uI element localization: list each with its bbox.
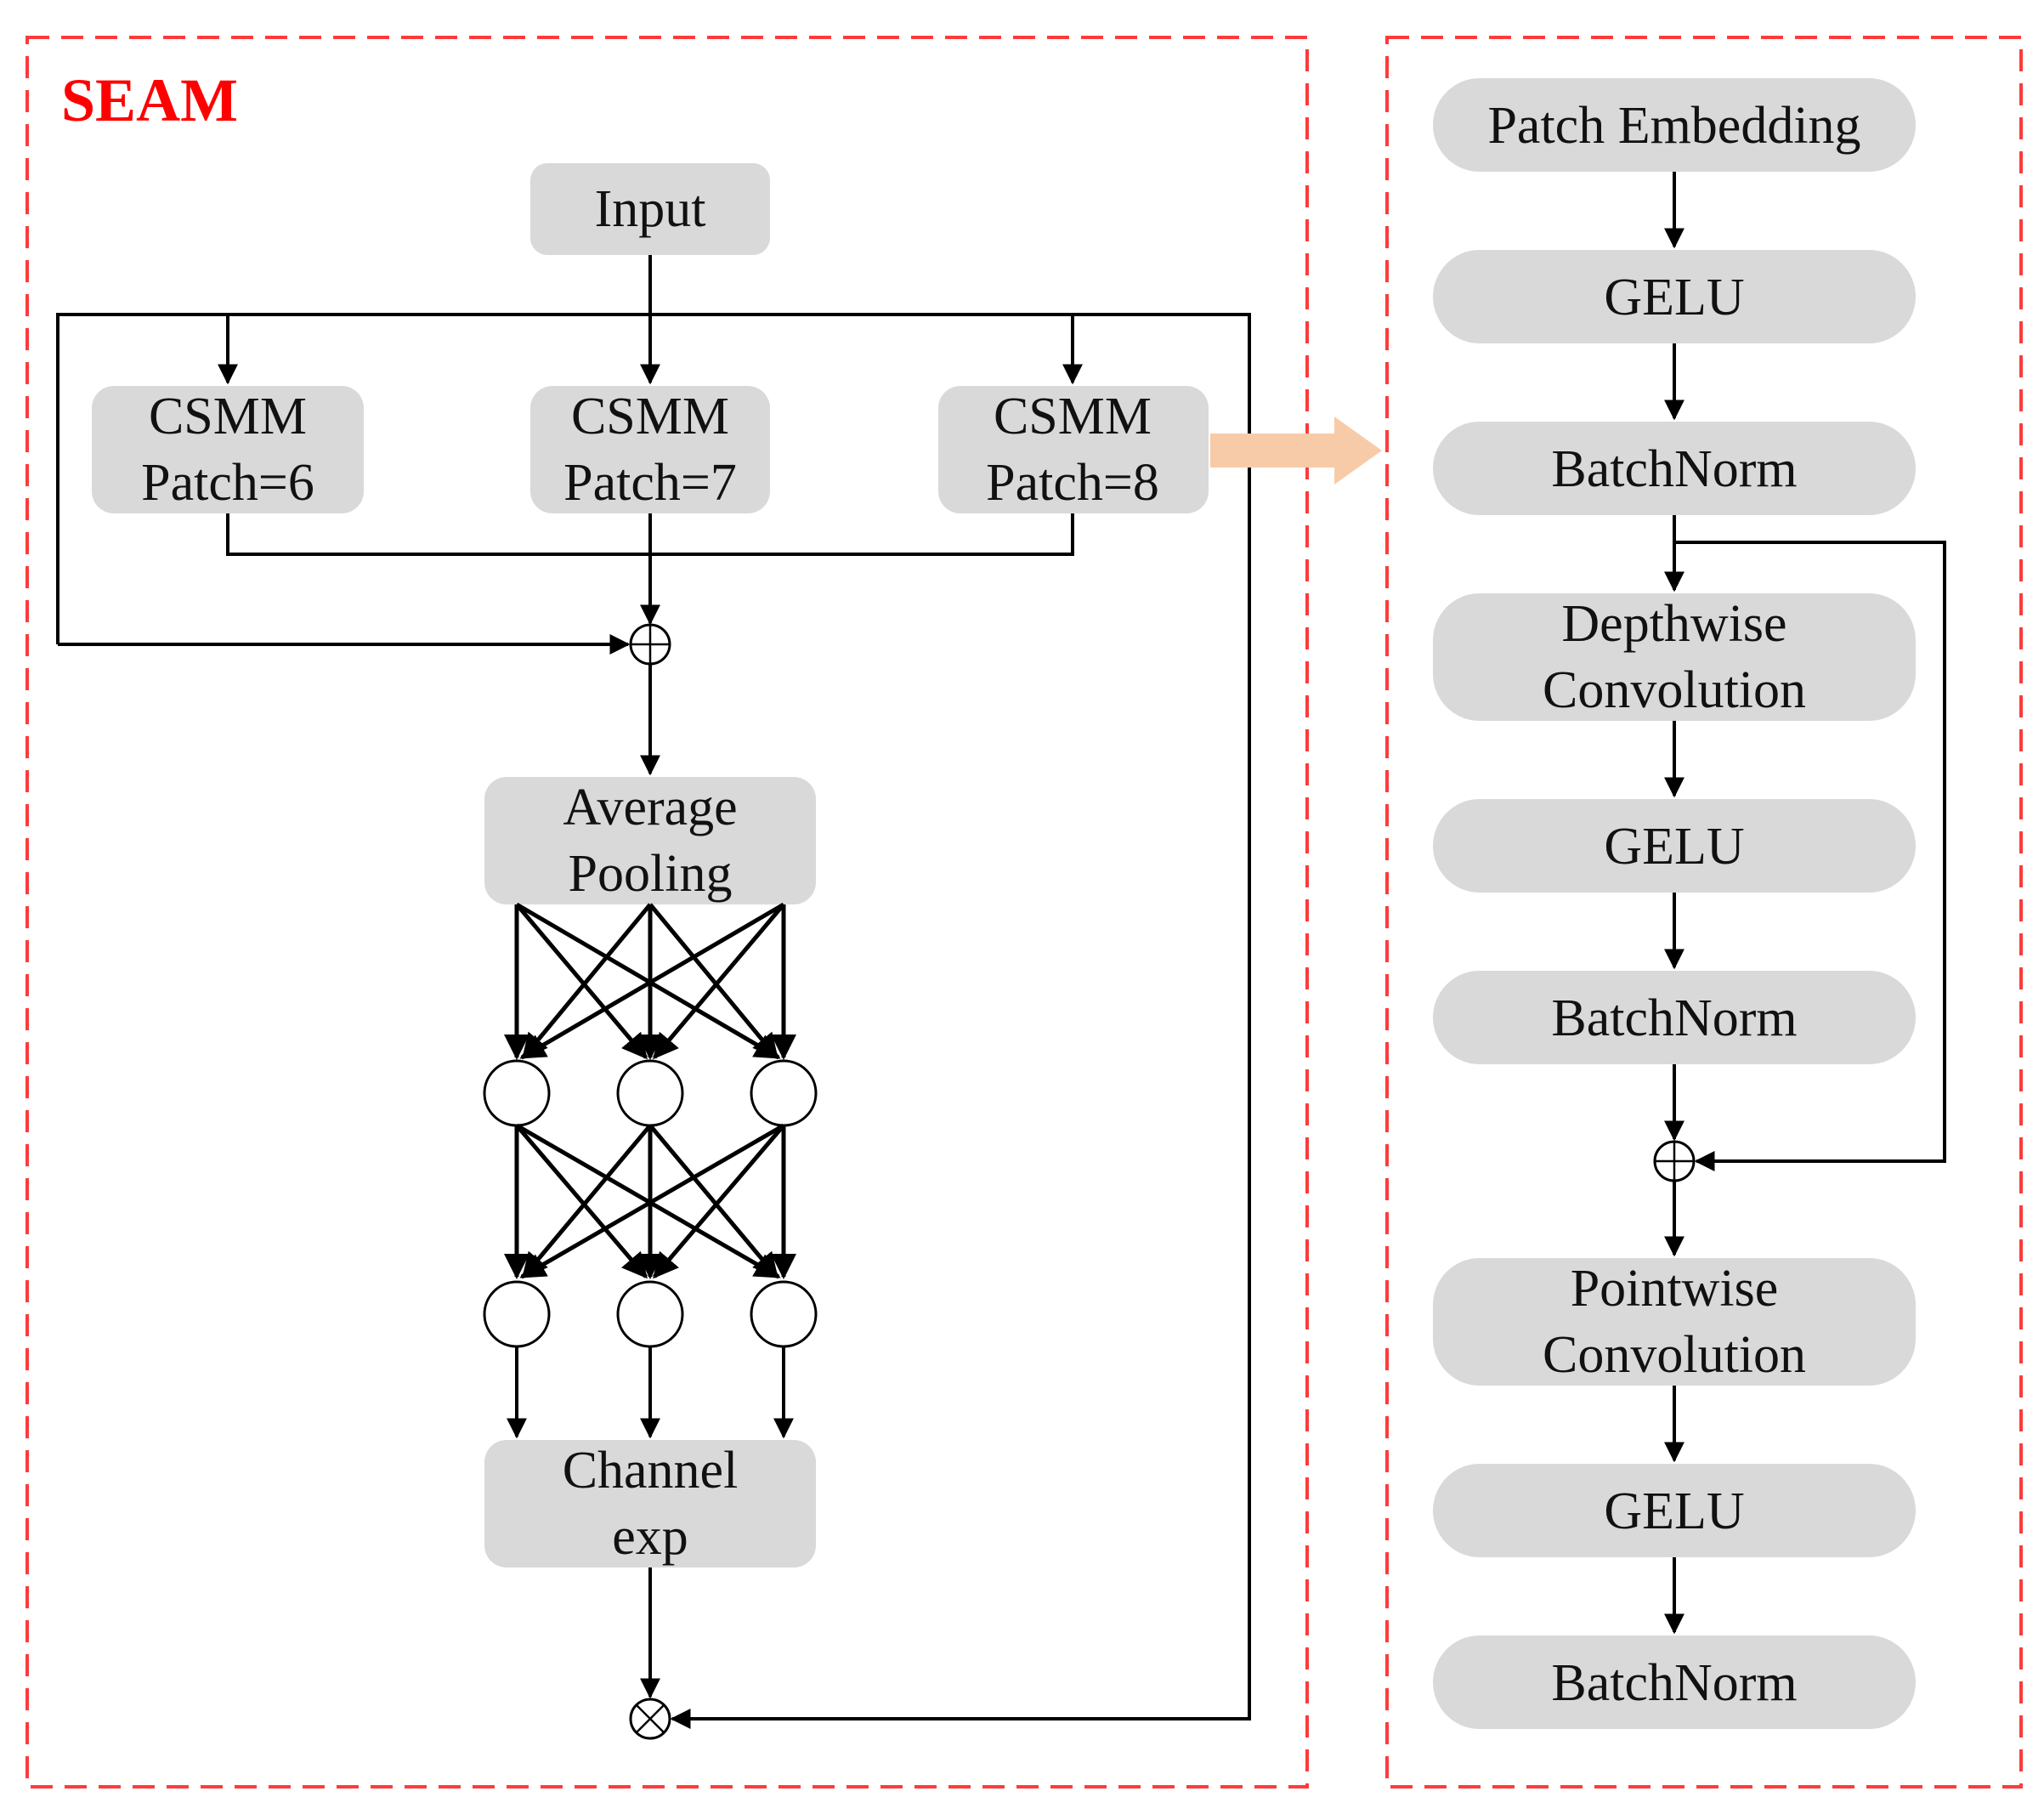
top-bus (56, 313, 1251, 869)
input-node: Input (530, 163, 770, 255)
csmm-6-line1: CSMM (149, 388, 307, 445)
step-5-label: GELU (1604, 818, 1744, 876)
neuron-1-2 (616, 1059, 684, 1127)
detail-add-operator (1653, 1140, 1696, 1182)
step-patch-embedding: Patch Embedding (1433, 78, 1916, 172)
step-4-line1: Depthwise (1561, 595, 1786, 653)
neuron-2-2 (616, 1280, 684, 1348)
csmm-6-line2: Patch=6 (141, 454, 314, 512)
seam-title: SEAM (61, 66, 238, 134)
step-gelu-3: GELU (1433, 1464, 1916, 1557)
input-label: Input (595, 180, 706, 238)
channel-line2: exp (612, 1508, 688, 1566)
step-2-label: GELU (1604, 269, 1744, 326)
step-batchnorm-3: BatchNorm (1433, 1635, 1916, 1729)
neuron-1-3 (750, 1059, 818, 1127)
detail-link-arrow (1210, 417, 1382, 485)
neuron-row-2 (483, 1280, 818, 1348)
csmm-7-line1: CSMM (571, 388, 729, 445)
step-depthwise-conv: Depthwise Convolution (1433, 593, 1916, 721)
channel-exp-node: Channel exp (484, 1440, 816, 1567)
step-4-line2: Convolution (1543, 661, 1806, 719)
csmm-patch-7: CSMM Patch=7 (530, 386, 770, 513)
add-operator (629, 623, 671, 666)
neuron-row-1 (483, 1059, 818, 1127)
step-gelu-1: GELU (1433, 250, 1916, 343)
fc-connections-1 (504, 902, 796, 1060)
fc-connections-2 (504, 1123, 796, 1279)
step-7-line1: Pointwise (1571, 1260, 1779, 1318)
average-pooling-node: Average Pooling (484, 777, 816, 904)
neurons-to-channel (507, 1346, 794, 1439)
step-3-label: BatchNorm (1551, 440, 1797, 498)
channel-line1: Channel (563, 1442, 739, 1499)
step-8-label: GELU (1604, 1482, 1744, 1540)
csmm-patch-6: CSMM Patch=6 (92, 386, 364, 513)
step-gelu-2: GELU (1433, 799, 1916, 893)
step-6-label: BatchNorm (1551, 989, 1797, 1047)
multiply-operator (629, 1698, 671, 1740)
neuron-2-3 (750, 1280, 818, 1348)
neuron-2-1 (483, 1280, 551, 1348)
pooling-line2: Pooling (569, 845, 733, 903)
neuron-1-1 (483, 1059, 551, 1127)
csmm-detail-frame (1385, 36, 2023, 1788)
step-pointwise-conv: Pointwise Convolution (1433, 1258, 1916, 1386)
csmm-7-line2: Patch=7 (563, 454, 737, 512)
skip-connection (1674, 541, 1946, 1171)
step-batchnorm-2: BatchNorm (1433, 971, 1916, 1064)
right-bus-to-multiply (670, 869, 1251, 1729)
csmm-patch-8: CSMM Patch=8 (938, 386, 1209, 513)
step-7-line2: Convolution (1543, 1326, 1806, 1384)
step-1-label: Patch Embedding (1487, 97, 1860, 155)
step-batchnorm-1: BatchNorm (1433, 422, 1916, 515)
step-9-label: BatchNorm (1551, 1654, 1797, 1712)
csmm-8-line1: CSMM (994, 388, 1152, 445)
csmm-8-line2: Patch=8 (986, 454, 1159, 512)
pooling-line1: Average (563, 779, 737, 836)
seam-frame (25, 36, 1309, 1788)
